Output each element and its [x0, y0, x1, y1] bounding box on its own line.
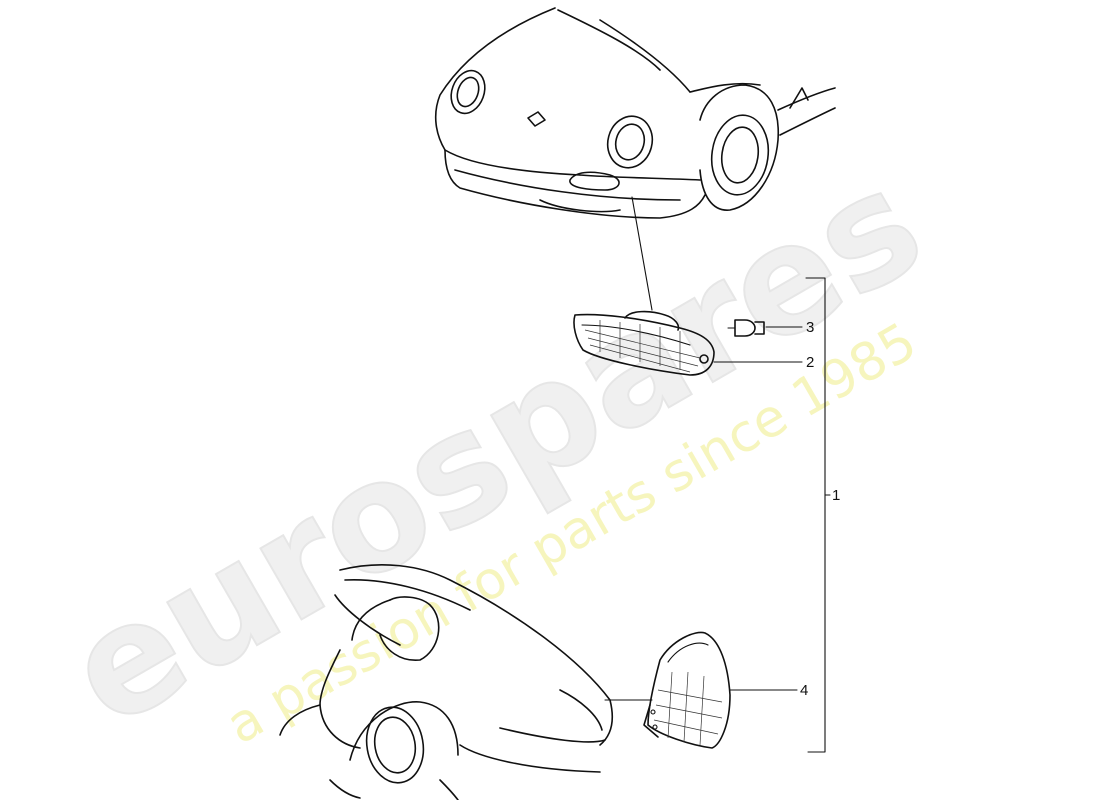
car-front-illustration [434, 7, 836, 219]
callout-labels: 1 2 3 4 [800, 319, 840, 699]
front-indicator-lamp [573, 310, 715, 376]
car-rear-illustration [279, 564, 614, 800]
side-indicator-lamp [643, 631, 731, 749]
bulb [727, 319, 765, 337]
leader-car-to-lamp [631, 196, 653, 311]
callout-3: 3 [806, 319, 814, 336]
callout-4: 4 [800, 682, 808, 699]
watermark: eurospares a passion for parts since 198… [40, 135, 950, 762]
watermark-brand: eurospares [41, 136, 949, 761]
callout-2: 2 [806, 354, 814, 371]
callout-1: 1 [832, 487, 840, 504]
callout-leaders [713, 277, 831, 753]
